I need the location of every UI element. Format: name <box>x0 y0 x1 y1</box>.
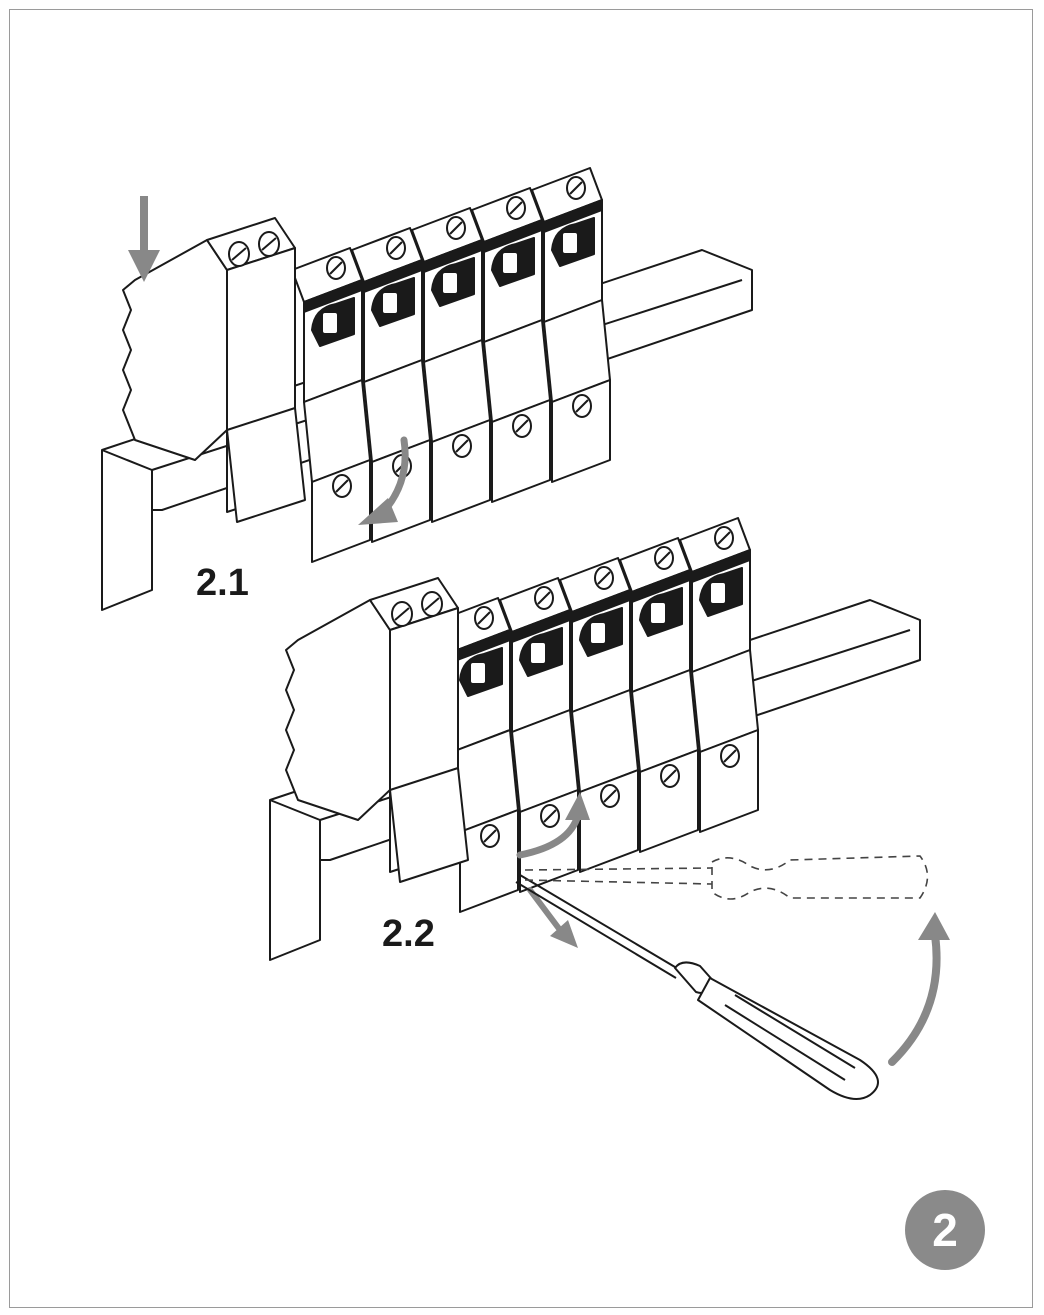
curved-arrow-icon <box>516 811 582 859</box>
page-number-badge: 2 <box>905 1190 985 1270</box>
arrow-down-icon <box>128 196 160 282</box>
step-label-2-2: 2.2 <box>382 913 435 955</box>
curved-arrow-icon <box>888 931 941 1066</box>
dashed-screwdriver-icon <box>524 855 929 900</box>
curved-arrow-head-icon <box>358 498 398 525</box>
assembly-2-2 <box>269 517 921 961</box>
step-label-2-1: 2.1 <box>196 562 249 604</box>
assembly-2-1 <box>101 167 753 611</box>
screwdriver-icon <box>515 874 879 1100</box>
page-frame <box>9 9 1033 1308</box>
arrow-down-right-icon <box>527 887 563 933</box>
arrow-head-icon <box>550 920 578 948</box>
curved-arrow-head-icon <box>565 792 590 820</box>
curved-arrow-head-icon <box>918 912 950 940</box>
